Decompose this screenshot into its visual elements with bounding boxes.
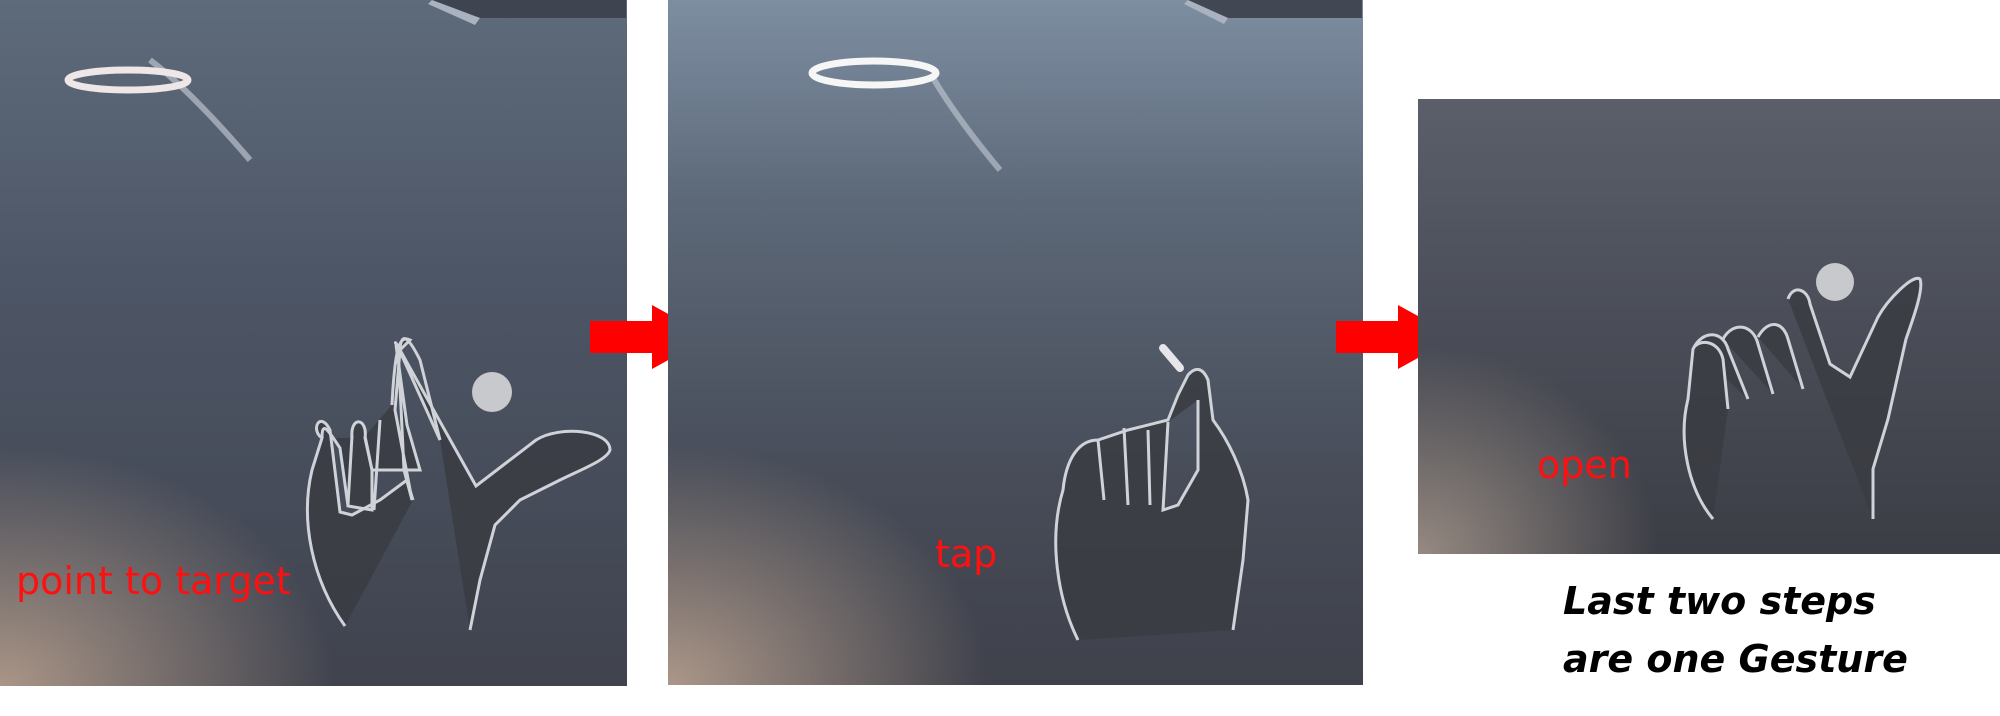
pointing-hand-icon	[306, 337, 612, 631]
target-ring	[64, 66, 192, 94]
table-edge	[428, 0, 480, 25]
step-label-point: point to target	[16, 559, 291, 603]
gesture-note: Last two steps are one Gesture	[1563, 572, 1908, 688]
gesture-note-line2: are one Gesture	[1563, 637, 1908, 681]
table-corner	[432, 0, 626, 18]
step-label-open: open	[1537, 443, 1632, 487]
step-panel-tap: tap	[668, 0, 1363, 685]
gaze-ray	[930, 76, 1003, 172]
finger-lines	[346, 337, 442, 511]
gesture-note-line1: Last two steps	[1563, 579, 1876, 623]
step-label-tap: tap	[935, 532, 998, 576]
open-hand-icon	[1682, 276, 1923, 520]
table-edge	[1184, 0, 1228, 24]
open-scene	[1682, 263, 1923, 520]
tap-highlight	[1159, 344, 1184, 372]
step-panel-point: point to target	[0, 0, 627, 686]
tap-scene	[808, 0, 1362, 641]
table-corner	[1188, 0, 1362, 18]
cursor-dot	[1816, 263, 1854, 301]
gaze-ray	[148, 57, 253, 162]
cursor-dot	[472, 372, 512, 412]
target-ring	[808, 57, 940, 89]
point-scene	[64, 0, 626, 631]
step-panel-open: open	[1418, 99, 2000, 554]
tapping-hand-icon	[1054, 367, 1250, 641]
